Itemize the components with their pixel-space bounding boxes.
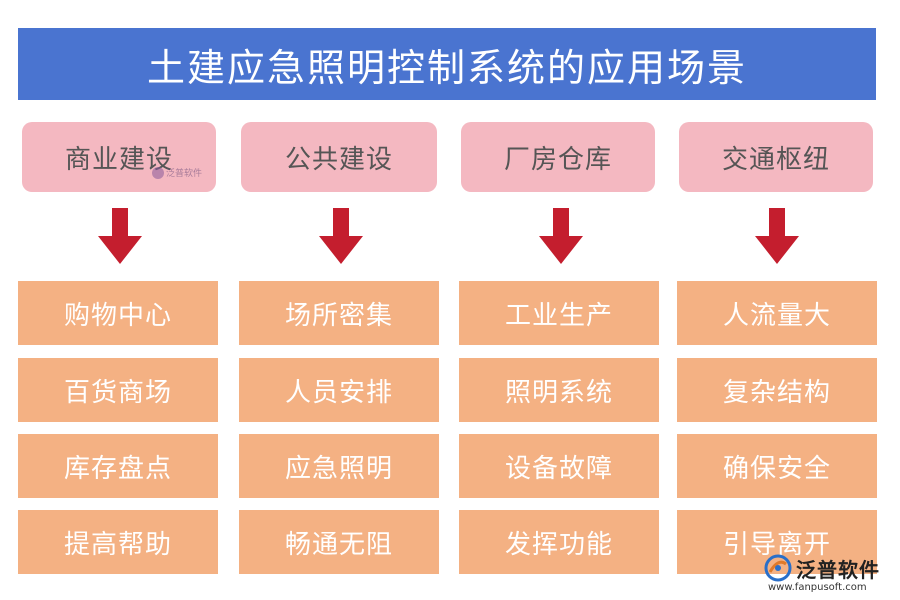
down-arrow-icon [319,208,363,266]
category-header: 商业建设 [22,122,216,192]
brand-logo-icon [152,166,164,179]
down-arrow-icon [98,208,142,266]
brand-watermark: 泛普软件 www.fanpusoft.com [760,552,896,598]
scenario-item: 购物中心 [18,281,218,345]
brand-name: 泛普软件 [796,558,880,582]
scenario-item: 人员安排 [239,358,439,422]
scenario-item: 库存盘点 [18,434,218,498]
scenario-item: 工业生产 [459,281,659,345]
category-header: 交通枢纽 [679,122,873,192]
down-arrow-icon [539,208,583,266]
scenario-item: 应急照明 [239,434,439,498]
scenario-item: 复杂结构 [677,358,877,422]
down-arrow-icon [755,208,799,266]
brand-url: www.fanpusoft.com [768,582,867,593]
small-watermark: 泛普软件 [152,166,202,179]
small-watermark-text: 泛普软件 [166,169,203,179]
scenario-item: 百货商场 [18,358,218,422]
brand-logo-icon [764,554,792,582]
scenario-item: 发挥功能 [459,510,659,574]
scenario-item: 确保安全 [677,434,877,498]
scenario-item: 照明系统 [459,358,659,422]
scenario-item: 设备故障 [459,434,659,498]
scenario-item: 场所密集 [239,281,439,345]
scenario-item: 畅通无阻 [239,510,439,574]
diagram-title: 土建应急照明控制系统的应用场景 [18,28,876,100]
category-header: 厂房仓库 [461,122,655,192]
scenario-item: 人流量大 [677,281,877,345]
category-header: 公共建设 [241,122,437,192]
scenario-item: 提高帮助 [18,510,218,574]
